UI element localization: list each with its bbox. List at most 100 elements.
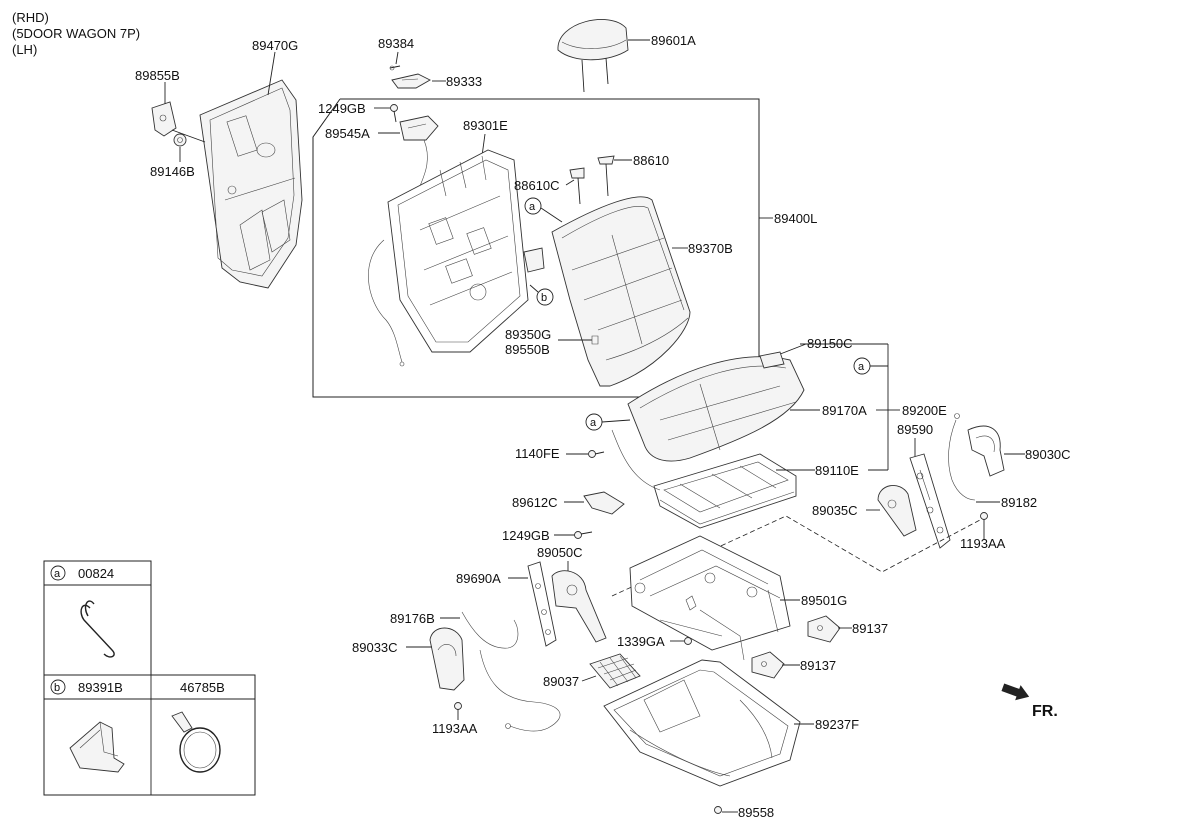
label-1249gb-mid: 1249GB xyxy=(502,528,550,543)
legend-part-89391b: 89391B xyxy=(78,680,123,695)
svg-text:a: a xyxy=(590,417,597,429)
pin-88610c xyxy=(569,167,585,205)
front-direction-label: FR. xyxy=(1032,703,1058,720)
plate-89690a xyxy=(527,561,557,647)
note-body-type: (5DOOR WAGON 7P) xyxy=(12,26,140,41)
legend-table xyxy=(43,560,256,796)
plate-89590 xyxy=(909,453,951,549)
legend-marker-a: a xyxy=(50,565,66,581)
callout-a-cushion: a xyxy=(853,357,871,375)
label-89137-upper: 89137 xyxy=(852,621,888,636)
seat-pan-89237f xyxy=(603,659,801,787)
seatback-cushion-89370b xyxy=(551,196,691,387)
cable-89182 xyxy=(948,413,976,501)
svg-text:a: a xyxy=(858,361,865,373)
label-89137-lower: 89137 xyxy=(800,658,836,673)
bolt-1140fe xyxy=(588,450,605,458)
clip-00824-icon xyxy=(80,600,115,658)
legend-part-00824: 00824 xyxy=(78,566,114,581)
cover-89035c xyxy=(877,485,917,537)
cable-tie-46785b-icon xyxy=(171,711,221,773)
clip-89391b-icon xyxy=(69,721,125,773)
label-89601a: 89601A xyxy=(651,33,696,48)
bracket-89137-upper xyxy=(807,615,841,643)
label-89030c: 89030C xyxy=(1025,447,1071,462)
label-89037: 89037 xyxy=(543,674,579,689)
label-89501g: 89501G xyxy=(801,593,847,608)
bracket-89137-lower xyxy=(751,651,785,679)
headrest-89601a xyxy=(557,19,629,93)
cable-89176b xyxy=(461,611,561,732)
bolt-1193aa-left xyxy=(454,702,462,720)
legend-part-46785b: 46785B xyxy=(180,680,225,695)
label-89545a: 89545A xyxy=(325,126,370,141)
pad-89037 xyxy=(589,653,641,689)
note-rhd: (RHD) xyxy=(12,10,49,25)
label-89176b: 89176B xyxy=(390,611,435,626)
label-89590: 89590 xyxy=(897,422,933,437)
label-89550b: 89550B xyxy=(505,342,550,357)
callout-b-seatback: b xyxy=(536,288,554,306)
cover-89033c xyxy=(429,627,465,691)
label-89612c: 89612C xyxy=(512,495,558,510)
label-89384: 89384 xyxy=(378,36,414,51)
label-89237f: 89237F xyxy=(815,717,859,732)
note-side: (LH) xyxy=(12,42,37,57)
svg-text:b: b xyxy=(54,682,60,694)
label-89301e: 89301E xyxy=(463,118,508,133)
label-1193aa-left: 1193AA xyxy=(432,721,478,736)
handle-89545a xyxy=(399,115,439,187)
label-88610: 88610 xyxy=(633,153,669,168)
seatback-frame-89301e xyxy=(368,149,545,367)
label-89350g: 89350G xyxy=(505,327,551,342)
label-1339ga: 1339GA xyxy=(617,634,665,649)
group-box-89400l xyxy=(312,98,760,398)
label-89146b: 89146B xyxy=(150,164,195,179)
clip-89384 xyxy=(389,65,401,71)
trim-89612c xyxy=(583,491,625,515)
label-89333: 89333 xyxy=(446,74,482,89)
bolt-1249gb-mid xyxy=(574,531,593,539)
svg-text:a: a xyxy=(54,568,61,580)
label-1140fe: 1140FE xyxy=(515,446,560,461)
label-89170a: 89170A xyxy=(822,403,867,418)
label-89033c: 89033C xyxy=(352,640,398,655)
callout-a-cushion-left: a xyxy=(585,413,603,431)
label-89182: 89182 xyxy=(1001,495,1037,510)
label-89110e: 89110E xyxy=(815,463,859,478)
seat-frame-89501g xyxy=(629,535,791,661)
label-89035c: 89035C xyxy=(812,503,858,518)
label-88610c: 88610C xyxy=(514,178,560,193)
front-arrow-icon xyxy=(1001,683,1030,701)
label-89200e: 89200E xyxy=(902,403,947,418)
bolt-1193aa-right xyxy=(980,512,988,530)
label-89400l: 89400L xyxy=(774,211,817,226)
nut-1339ga xyxy=(684,637,692,645)
callout-a-seatback: a xyxy=(524,197,542,215)
cover-89030c xyxy=(967,425,1005,477)
label-1193aa-right: 1193AA xyxy=(960,536,1006,551)
seat-cushion-89170a xyxy=(627,351,805,462)
label-89690a: 89690A xyxy=(456,571,501,586)
bolt-1249gb-top xyxy=(390,104,398,123)
cushion-frame-89110e xyxy=(611,429,797,529)
label-89370b: 89370B xyxy=(688,241,733,256)
label-89050c: 89050C xyxy=(537,545,583,560)
label-89855b: 89855B xyxy=(135,68,180,83)
label-89558: 89558 xyxy=(738,805,774,820)
clip-89333 xyxy=(391,73,431,89)
svg-text:a: a xyxy=(529,201,536,213)
label-1249gb-top: 1249GB xyxy=(318,101,366,116)
pin-88610 xyxy=(597,155,615,197)
bracket-89855b xyxy=(151,101,177,137)
label-89150c: 89150C xyxy=(807,336,853,351)
grommet-89146b xyxy=(173,133,187,147)
legend-marker-b: b xyxy=(50,679,66,695)
label-89470g: 89470G xyxy=(252,38,298,53)
back-panel-89470g xyxy=(199,79,303,289)
clip-89350g xyxy=(591,335,599,345)
clip-89558 xyxy=(714,806,722,814)
cover-89050c xyxy=(551,570,607,643)
svg-text:b: b xyxy=(541,292,547,304)
